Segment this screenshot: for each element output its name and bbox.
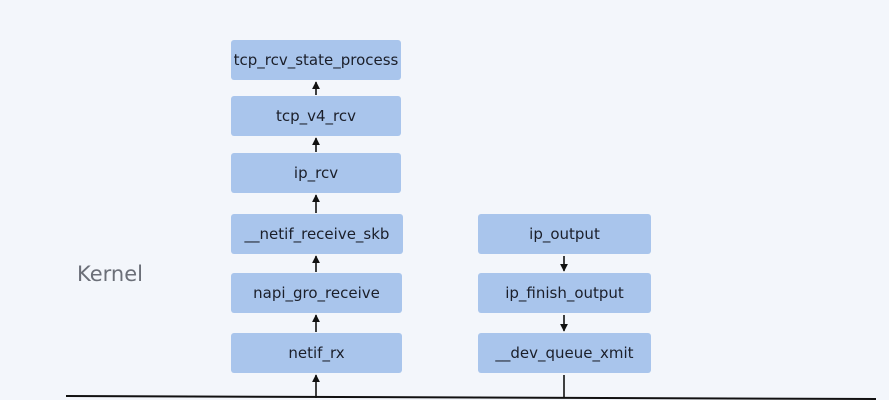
box-ip-finish-output: ip_finish_output (478, 273, 651, 313)
box-netif-receive-skb: __netif_receive_skb (231, 214, 403, 254)
box-netif-rx: netif_rx (231, 333, 402, 373)
kernel-boundary-line (65, 395, 877, 400)
box-ip-rcv: ip_rcv (231, 153, 401, 193)
kernel-label: Kernel (77, 262, 143, 286)
box-dev-queue-xmit: __dev_queue_xmit (478, 333, 651, 373)
box-tcp-rcv-state-process: tcp_rcv_state_process (231, 40, 401, 80)
box-tcp-v4-rcv: tcp_v4_rcv (231, 96, 401, 136)
box-napi-gro-receive: napi_gro_receive (231, 273, 402, 313)
box-ip-output: ip_output (478, 214, 651, 254)
